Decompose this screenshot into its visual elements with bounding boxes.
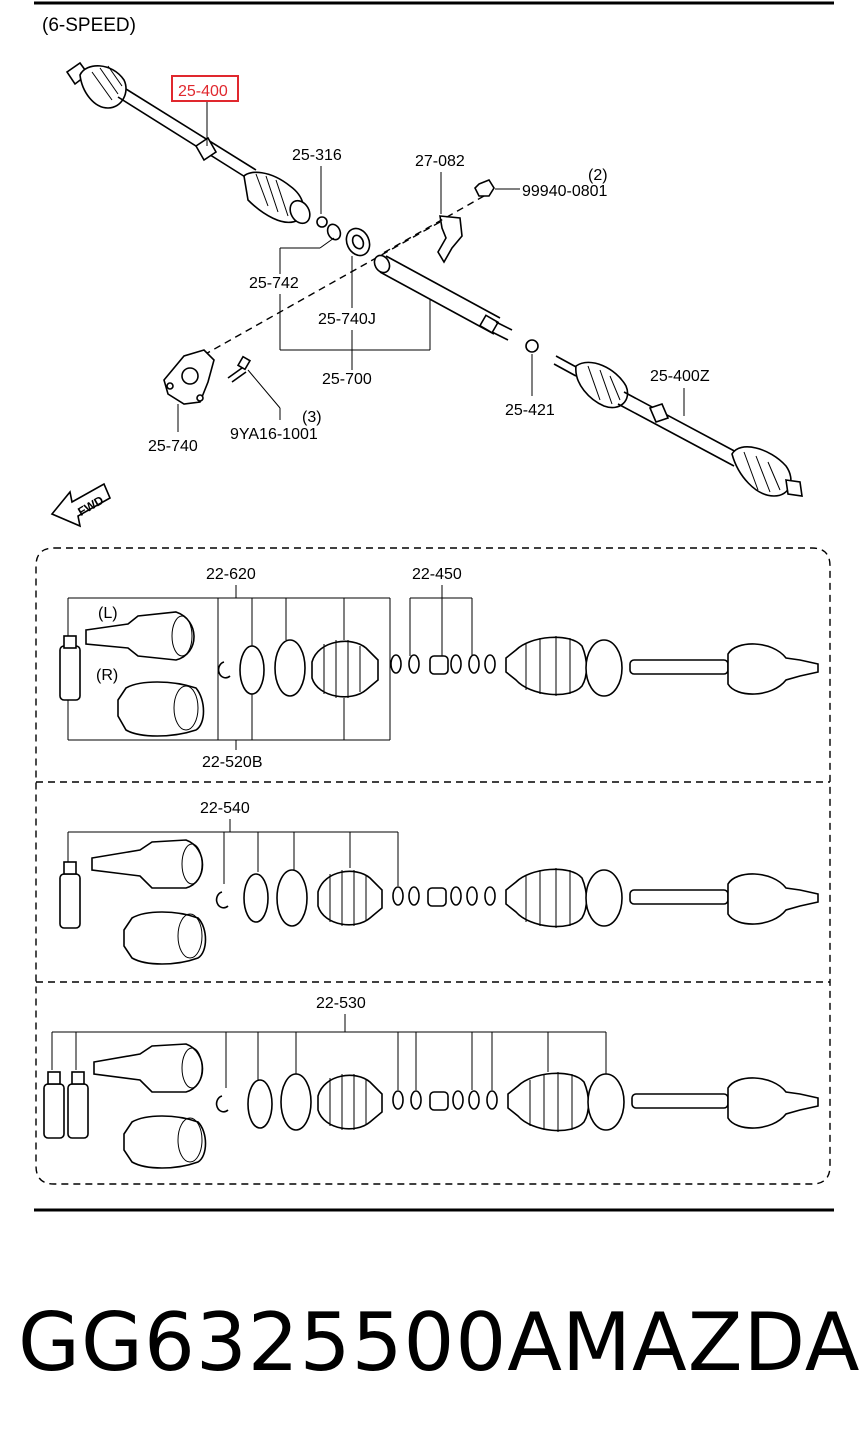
fwd-arrow-icon: FWD [50, 482, 112, 528]
label-22-520B: 22-520B [202, 754, 263, 771]
qty-3: (3) [302, 409, 322, 426]
qty-2: (2) [588, 167, 608, 184]
kit-panel-frame [35, 547, 831, 1185]
bolt-icon [227, 355, 252, 383]
kit-panel-2: 22-540 [59, 800, 819, 965]
brand-name: MAZDA [562, 1296, 860, 1389]
label-25-421: 25-421 [505, 402, 555, 419]
circlip-25-421 [525, 339, 539, 353]
label-22-620: 22-620 [206, 566, 256, 583]
label-22-540: 22-540 [200, 800, 250, 817]
label-25-740: 25-740 [148, 438, 198, 455]
label-9YA16-1001: 9YA16-1001 [230, 426, 318, 443]
right-driveshaft [553, 355, 803, 497]
label-22-530: 22-530 [316, 995, 366, 1012]
side-label-L: (L) [98, 605, 118, 622]
label-22-450: 22-450 [412, 566, 462, 583]
label-25-400Z: 25-400Z [650, 368, 710, 385]
nut-icon [474, 179, 495, 197]
label-27-082: 27-082 [415, 153, 465, 170]
bearing-housing [163, 349, 215, 405]
label-25-400: 25-400 [178, 83, 228, 100]
left-driveshaft [65, 61, 328, 228]
highlight-box [171, 75, 239, 102]
label-25-742: 25-742 [249, 275, 299, 292]
diagram-title: (6-SPEED) [42, 15, 136, 36]
label-25-740J: 25-740J [318, 311, 376, 328]
kit-panel-3: 22-530 [43, 995, 819, 1169]
label-25-316: 25-316 [292, 147, 342, 164]
label-25-700: 25-700 [322, 371, 372, 388]
label-99940-0801: 99940-0801 [522, 183, 608, 200]
part-number: GG6325500A [18, 1296, 563, 1389]
intermediate-shaft [373, 254, 513, 341]
seal-25-742 [326, 223, 342, 241]
side-label-R: (R) [96, 667, 118, 684]
kit-panel-1: 22-620 22-450 22-520B (L) (R) [59, 566, 819, 771]
bracket-27-082 [437, 215, 463, 264]
